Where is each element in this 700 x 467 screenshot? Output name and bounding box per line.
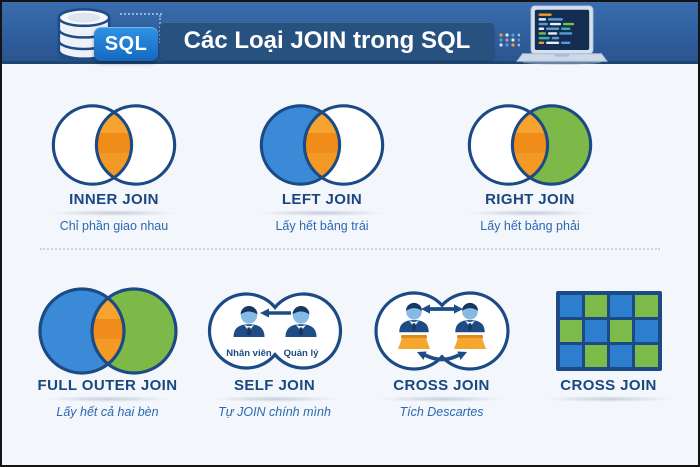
matrix-cell: [584, 295, 607, 317]
card-self-join: Nhân viên Quản lý SELF JOIN Tự JOIN chín…: [191, 286, 358, 419]
person-label-manager: Quản lý: [283, 348, 319, 359]
card-cross-join-grid: CROSS JOIN: [525, 286, 692, 419]
shadow-decoration: [43, 396, 172, 402]
venn-full-outer-join: [37, 287, 178, 375]
matrix-cell: [610, 345, 633, 367]
dotted-decoration: [120, 13, 162, 15]
matrix-cell: [635, 320, 658, 342]
page-title: Các Loại JOIN trong SQL: [183, 27, 471, 54]
join-description: Lấy hết cả hai bèn: [56, 405, 159, 419]
matrix-cell: [559, 320, 582, 342]
shadow-decoration: [50, 210, 178, 216]
venn-right-join: [467, 104, 593, 186]
header: SQL Các Loại JOIN trong SQL: [2, 2, 698, 65]
dotted-divider: [40, 248, 660, 250]
matrix-cell: [635, 295, 658, 317]
arrow-left-icon: [420, 304, 430, 314]
join-description: Chỉ phần giao nhau: [59, 219, 169, 233]
matrix-cell: [635, 345, 658, 367]
cross-join-matrix: [555, 291, 662, 371]
join-title: FULL OUTER JOIN: [37, 377, 178, 394]
join-row-bottom: FULL OUTER JOIN Lấy hết cả hai bèn Nhân …: [2, 250, 698, 419]
join-row-top: INNER JOIN Chỉ phần giao nhau LEFT JOIN …: [2, 64, 698, 233]
shadow-decoration: [466, 210, 594, 216]
sql-logo-badge: SQL: [94, 27, 158, 61]
laptop-code-icon: [514, 5, 610, 70]
matrix-cell: [584, 345, 607, 367]
card-full-outer-join: FULL OUTER JOIN Lấy hết cả hai bèn: [24, 286, 191, 419]
matrix-cell: [584, 320, 607, 342]
venn-inner-join: [51, 104, 177, 186]
join-description: Tích Descartes: [399, 405, 484, 419]
arrow-curve-right-icon: [457, 351, 467, 360]
shadow-decoration: [258, 210, 386, 216]
self-join-figure: Nhân viên Quản lý: [207, 292, 342, 370]
venn-left-join: [259, 104, 385, 186]
matrix-cell: [610, 320, 633, 342]
arrow-right-icon: [453, 304, 463, 314]
card-inner-join: INNER JOIN Chỉ phần giao nhau: [10, 100, 218, 233]
join-title: INNER JOIN: [69, 191, 159, 208]
join-title: CROSS JOIN: [393, 377, 490, 394]
arrow-curve-left-icon: [416, 351, 426, 360]
dots-pattern-icon: [498, 32, 521, 53]
matrix-cell: [610, 295, 633, 317]
join-title: SELF JOIN: [233, 377, 316, 394]
join-description: Lấy hết bảng trái: [275, 219, 369, 233]
arrow-left-icon: [259, 308, 269, 318]
matrix-cell: [559, 345, 582, 367]
card-left-join: LEFT JOIN Lấy hết bảng trái: [218, 100, 426, 233]
join-title: CROSS JOIN: [560, 377, 657, 394]
shadow-decoration: [544, 396, 673, 402]
join-title: LEFT JOIN: [281, 191, 363, 208]
card-cross-join: CROSS JOIN Tích Descartes: [358, 286, 525, 419]
join-description: Tự JOIN chính mình: [218, 405, 331, 419]
cross-join-figure: [373, 291, 510, 371]
matrix-cell: [559, 295, 582, 317]
card-right-join: RIGHT JOIN Lấy hết bảng phải: [426, 100, 634, 233]
join-description: Lấy hết bảng phải: [480, 219, 580, 233]
shadow-decoration: [210, 396, 339, 402]
join-title: RIGHT JOIN: [485, 191, 575, 208]
shadow-decoration: [377, 396, 506, 402]
person-label-employee: Nhân viên: [226, 348, 272, 359]
title-banner: Các Loại JOIN trong SQL: [160, 22, 494, 60]
